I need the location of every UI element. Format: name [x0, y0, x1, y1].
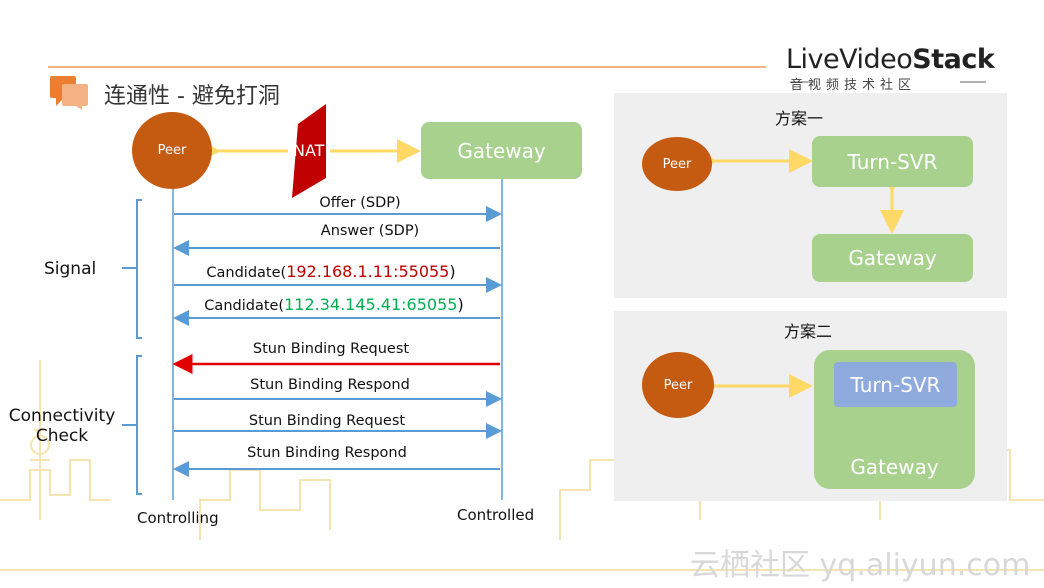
candidate-local-address: 192.168.1.11:55055	[286, 262, 450, 281]
nat-shape	[292, 104, 326, 198]
scheme1-links	[694, 149, 904, 234]
brand-logo-light: LiveVideo	[786, 44, 913, 75]
scheme1-peer-node: Peer	[642, 137, 712, 191]
scheme1-turn-node: Turn-SVR	[812, 136, 973, 187]
candidate-local-prefix: Candidate(	[206, 265, 287, 281]
scheme2-title: 方案二	[783, 322, 833, 341]
candidate-public-prefix: Candidate(	[204, 298, 285, 314]
scheme2-peer-node: Peer	[642, 352, 714, 418]
brand-subtitle: 音视频技术社区	[790, 78, 917, 93]
signal-brace	[122, 199, 142, 339]
message-label-stun-request-2: Stun Binding Request	[248, 413, 406, 429]
message-label-candidate-public: Candidate(112.34.145.41:65055)	[204, 295, 463, 314]
page-title: 连通性 - 避免打洞	[104, 84, 280, 109]
controlled-label: Controlled	[457, 506, 535, 524]
message-label-stun-respond-1: Stun Binding Respond	[250, 377, 410, 393]
chat-bubbles-icon	[50, 76, 88, 110]
controlling-label: Controlling	[137, 509, 219, 527]
message-label-answer: Answer (SDP)	[320, 223, 420, 239]
scheme1-gateway-node: Gateway	[812, 234, 973, 282]
signal-group-label: Signal	[44, 259, 97, 279]
brand-logo: LiveVideoStack	[786, 44, 995, 75]
header-decoration	[48, 66, 986, 83]
message-label-candidate-local: Candidate(192.168.1.11:55055)	[206, 262, 455, 281]
brand-logo-bold: Stack	[912, 44, 995, 75]
scheme2-turn-node: Turn-SVR	[834, 362, 957, 407]
candidate-public-address: 112.34.145.41:65055	[284, 295, 458, 314]
scheme2-links	[694, 374, 813, 398]
message-label-offer: Offer (SDP)	[319, 195, 401, 211]
gateway-node: Gateway	[421, 122, 582, 179]
sequence-lines	[122, 104, 503, 500]
message-label-stun-request-1: Stun Binding Request	[252, 341, 410, 357]
connectivity-check-line2: Check	[35, 426, 89, 446]
connectivity-check-line1: Connectivity	[8, 406, 116, 426]
peer-node: Peer	[132, 112, 212, 189]
candidate-local-suffix: )	[449, 262, 456, 281]
candidate-public-suffix: )	[457, 295, 464, 314]
check-brace	[122, 355, 142, 495]
nat-label: NAT	[293, 141, 325, 160]
message-label-stun-respond-2: Stun Binding Respond	[247, 445, 407, 461]
scheme1-title: 方案一	[774, 109, 824, 128]
watermark: 云栖社区 yq.aliyun.com	[690, 548, 1031, 583]
